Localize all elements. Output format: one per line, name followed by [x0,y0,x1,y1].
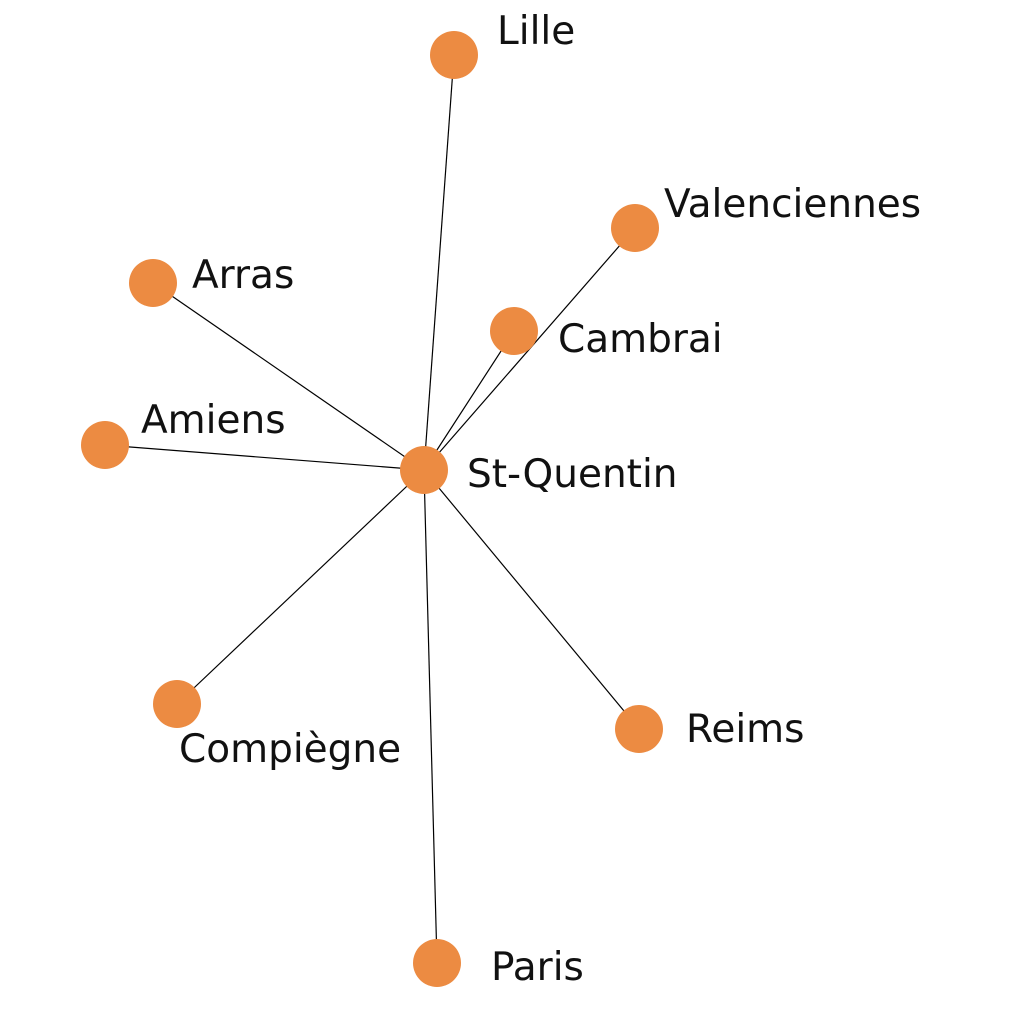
edge-st-quentin-lille [423,54,455,471]
edges-layer [104,54,640,964]
node-circle-compiegne [153,680,201,728]
node-label-paris: Paris [491,945,584,990]
node-paris: Paris [413,939,584,990]
node-circle-st-quentin [400,446,448,494]
node-arras: Arras [129,253,294,307]
node-amiens: Amiens [81,398,286,469]
edge-st-quentin-arras [152,282,425,471]
edge-st-quentin-reims [423,469,640,730]
node-circle-paris [413,939,461,987]
node-lille: Lille [430,9,575,79]
node-circle-cambrai [490,307,538,355]
node-cambrai: Cambrai [490,307,723,362]
node-circle-arras [129,259,177,307]
node-circle-lille [430,31,478,79]
node-label-reims: Reims [686,707,805,752]
nodes-layer: St-Quentin LilleValenciennesArrasCambraiA… [81,9,921,990]
node-st-quentin: St-Quentin [400,446,678,497]
node-circle-amiens [81,421,129,469]
node-valenciennes: Valenciennes [611,182,921,252]
node-compiegne: Compiègne [153,680,401,772]
node-circle-valenciennes [611,204,659,252]
node-label-compiegne: Compiègne [179,727,401,772]
edge-st-quentin-paris [423,469,438,964]
node-label-st-quentin: St-Quentin [467,452,678,497]
edge-st-quentin-cambrai [423,330,515,471]
node-label-valenciennes: Valenciennes [664,182,921,227]
node-label-cambrai: Cambrai [558,317,723,362]
edge-st-quentin-compiegne [176,469,425,705]
node-circle-reims [615,705,663,753]
node-label-amiens: Amiens [141,398,286,443]
edge-st-quentin-amiens [104,444,425,471]
node-label-lille: Lille [497,9,575,54]
node-reims: Reims [615,705,805,753]
node-label-arras: Arras [192,253,294,298]
